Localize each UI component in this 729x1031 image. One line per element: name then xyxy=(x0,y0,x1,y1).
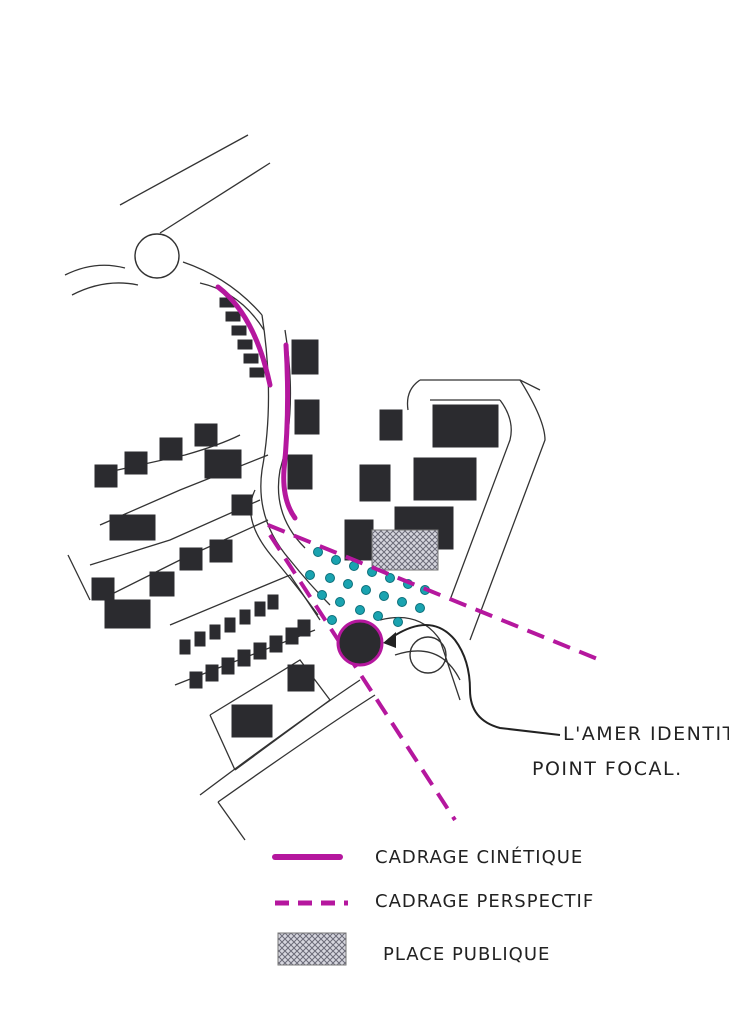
trees xyxy=(305,547,430,627)
legend: CADRAGE CINÉTIQUE CADRAGE PERSPECTIF PLA… xyxy=(272,846,594,966)
kinetic-framing xyxy=(215,284,298,521)
perspective-framing xyxy=(267,523,601,822)
roundabout-east xyxy=(409,636,447,674)
legend-swatch-plaza xyxy=(277,932,347,966)
legend-label-perspective: CADRAGE PERSPECTIF xyxy=(375,891,594,912)
road-network xyxy=(64,134,546,841)
annotation-arrow xyxy=(387,624,561,736)
arrow-head xyxy=(383,632,396,648)
public-square xyxy=(371,529,439,571)
roundabouts xyxy=(134,233,447,674)
annotation-line1: L'AMER IDENTITAIRE xyxy=(563,723,729,745)
legend-label-kinetic: CADRAGE CINÉTIQUE xyxy=(375,846,583,868)
legend-label-plaza: PLACE PUBLIQUE xyxy=(383,944,550,965)
roundabout-north xyxy=(134,233,180,279)
annotation-line2: POINT FOCAL. xyxy=(532,758,683,780)
buildings xyxy=(91,297,499,738)
focal-point-landmark xyxy=(336,619,384,667)
